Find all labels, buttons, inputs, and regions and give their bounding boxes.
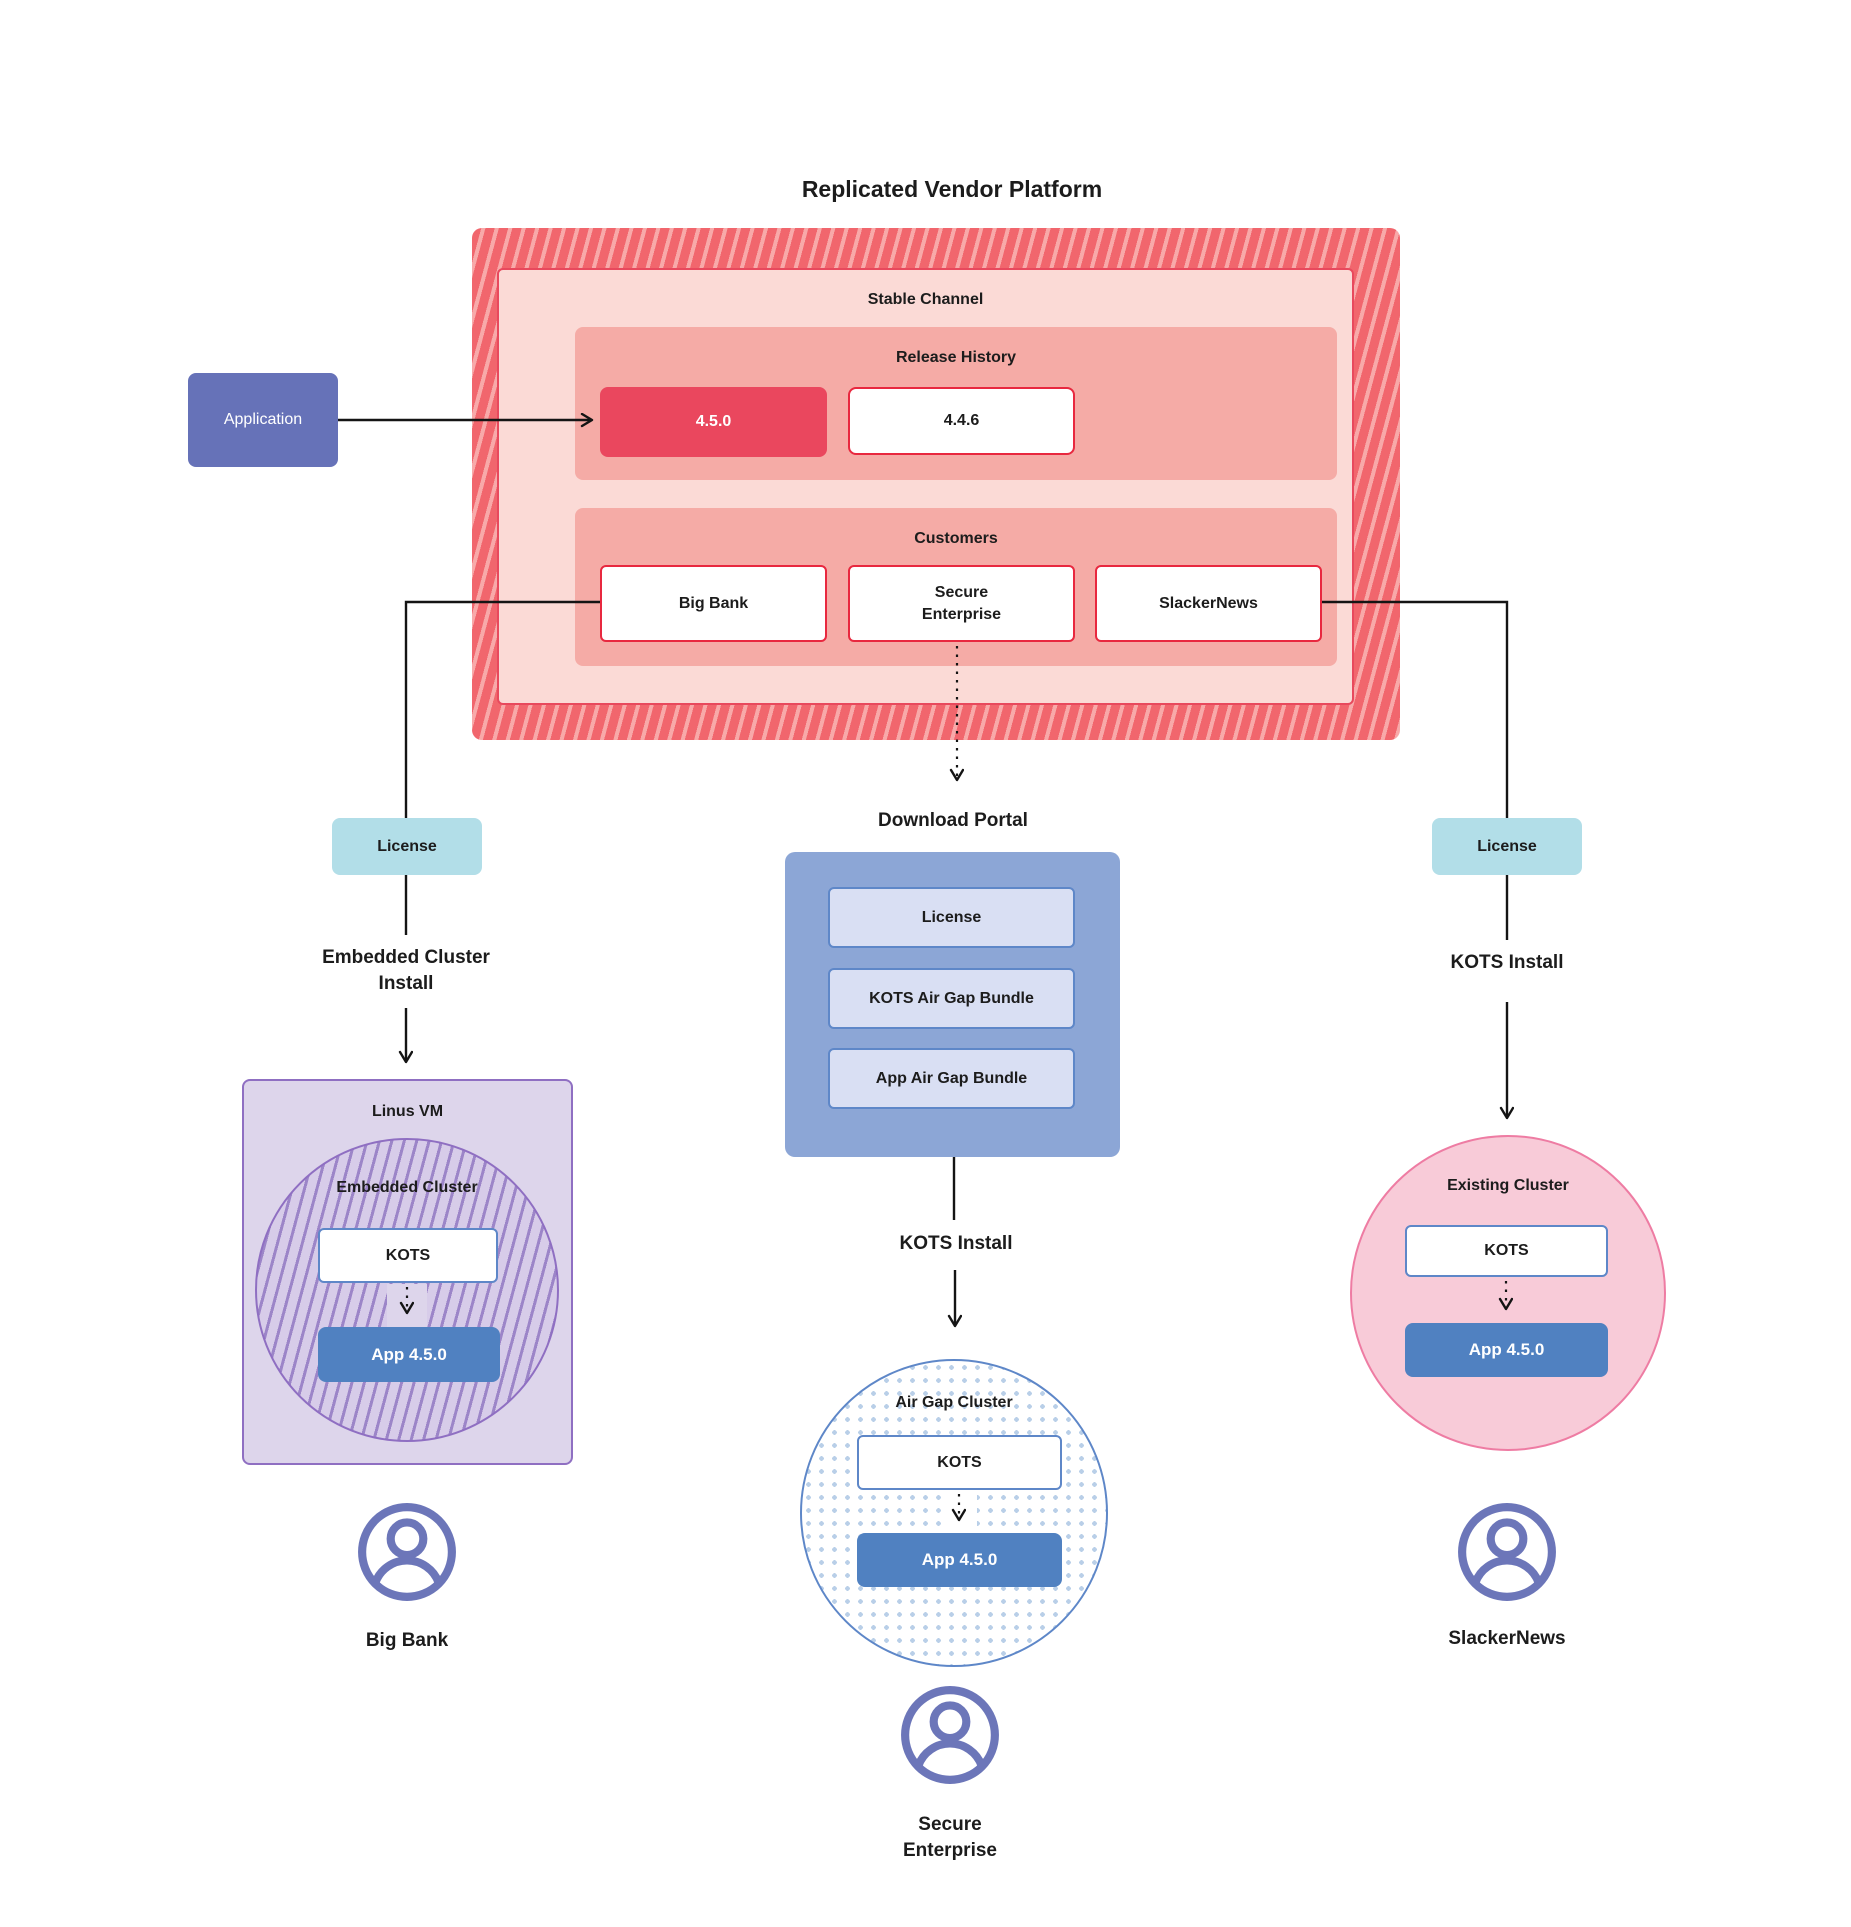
portal-item-kots-airgap-bundle: KOTS Air Gap Bundle [828, 968, 1075, 1029]
user-icon [901, 1686, 999, 1784]
customer-big-bank: Big Bank [600, 565, 827, 642]
release-4-4-6: 4.4.6 [848, 387, 1075, 455]
license-badge-right: License [1432, 818, 1582, 875]
air-gap-cluster-label: Air Gap Cluster [895, 1394, 1013, 1411]
release-4-5-0: 4.5.0 [600, 387, 827, 457]
license-badge-left: License [332, 818, 482, 875]
customer-secure-enterprise: Secure Enterprise [848, 565, 1075, 642]
embedded-cluster-label: Embedded Cluster [336, 1179, 478, 1196]
portal-item-license: License [828, 887, 1075, 948]
portal-item-app-airgap-bundle: App Air Gap Bundle [828, 1048, 1075, 1109]
kots-box-middle: KOTS [857, 1435, 1062, 1490]
embedded-cluster-arrow-backdrop [387, 1284, 427, 1328]
kots-box-left: KOTS [318, 1228, 498, 1283]
customer-slackernews: SlackerNews [1095, 565, 1322, 642]
application-box: Application [188, 373, 338, 467]
download-portal-label: Download Portal [878, 810, 1028, 831]
big-bank-caption: Big Bank [365, 1630, 449, 1651]
diagram-title: Replicated Vendor Platform [801, 176, 1103, 202]
embedded-cluster-install-label: Embedded Cluster Install [322, 947, 490, 994]
air-gap-arrow-backdrop [941, 1491, 977, 1533]
existing-cluster-label: Existing Cluster [1447, 1177, 1569, 1194]
existing-cluster-circle [1350, 1135, 1666, 1451]
slackernews-caption: SlackerNews [1448, 1628, 1566, 1649]
customers-label: Customers [914, 530, 998, 547]
app-box-left: App 4.5.0 [318, 1327, 500, 1382]
kots-box-right: KOTS [1405, 1225, 1608, 1277]
release-history-label: Release History [895, 349, 1017, 366]
app-box-middle: App 4.5.0 [857, 1533, 1062, 1587]
linus-vm-label: Linus VM [371, 1103, 444, 1120]
user-icon [1458, 1503, 1556, 1601]
stable-channel-label: Stable Channel [867, 291, 984, 308]
app-box-right: App 4.5.0 [1405, 1323, 1608, 1377]
secure-enterprise-caption: Secure Enterprise [903, 1814, 997, 1861]
user-icon [358, 1503, 456, 1601]
kots-install-label-right: KOTS Install [1450, 952, 1564, 973]
kots-install-label-middle: KOTS Install [899, 1233, 1013, 1254]
